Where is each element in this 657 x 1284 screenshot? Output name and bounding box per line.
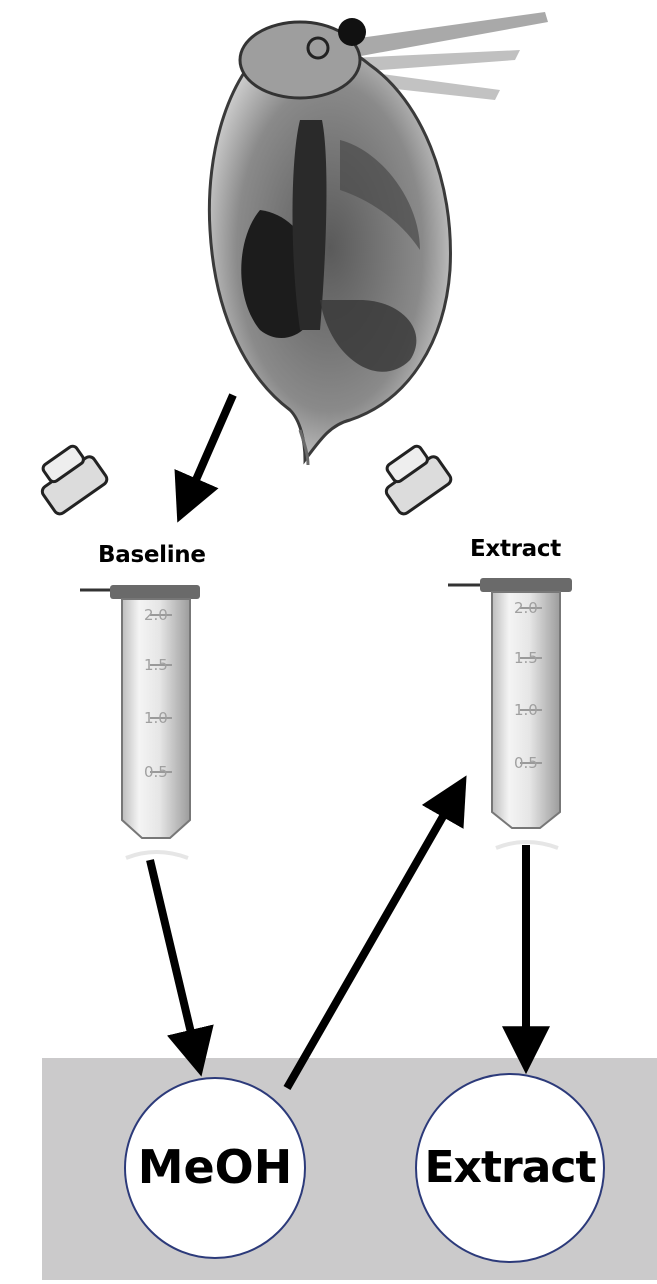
tube-scale-mark: 0.5 [514,754,538,772]
tube-label-baseline: Baseline [98,542,206,568]
tube-scale-mark: 2.0 [514,599,538,617]
tube-scale-mark: 1.5 [514,649,538,667]
tube-scale-mark: 1.0 [514,701,538,719]
tube-scale-mark: 0.5 [144,763,168,781]
meoh-label: MeOH [125,1140,305,1194]
tube-scale-mark: 1.5 [144,656,168,674]
daphnia-image [209,12,548,465]
tube-scale-mark: 2.0 [144,606,168,624]
arrow-meoh-to-extract-tube [287,792,457,1088]
microcentrifuge-tube-baseline: 2.0 1.5 1.0 0.5 [30,440,200,858]
tube-label-extract: Extract [470,536,561,562]
tube-scale-mark: 1.0 [144,709,168,727]
arrow-daphnia-to-baseline [185,395,233,505]
extract-label: Extract [410,1142,610,1193]
arrow-baseline-to-meoh [150,860,197,1058]
microcentrifuge-tube-extract: 2.0 1.5 1.0 0.5 [374,440,572,848]
